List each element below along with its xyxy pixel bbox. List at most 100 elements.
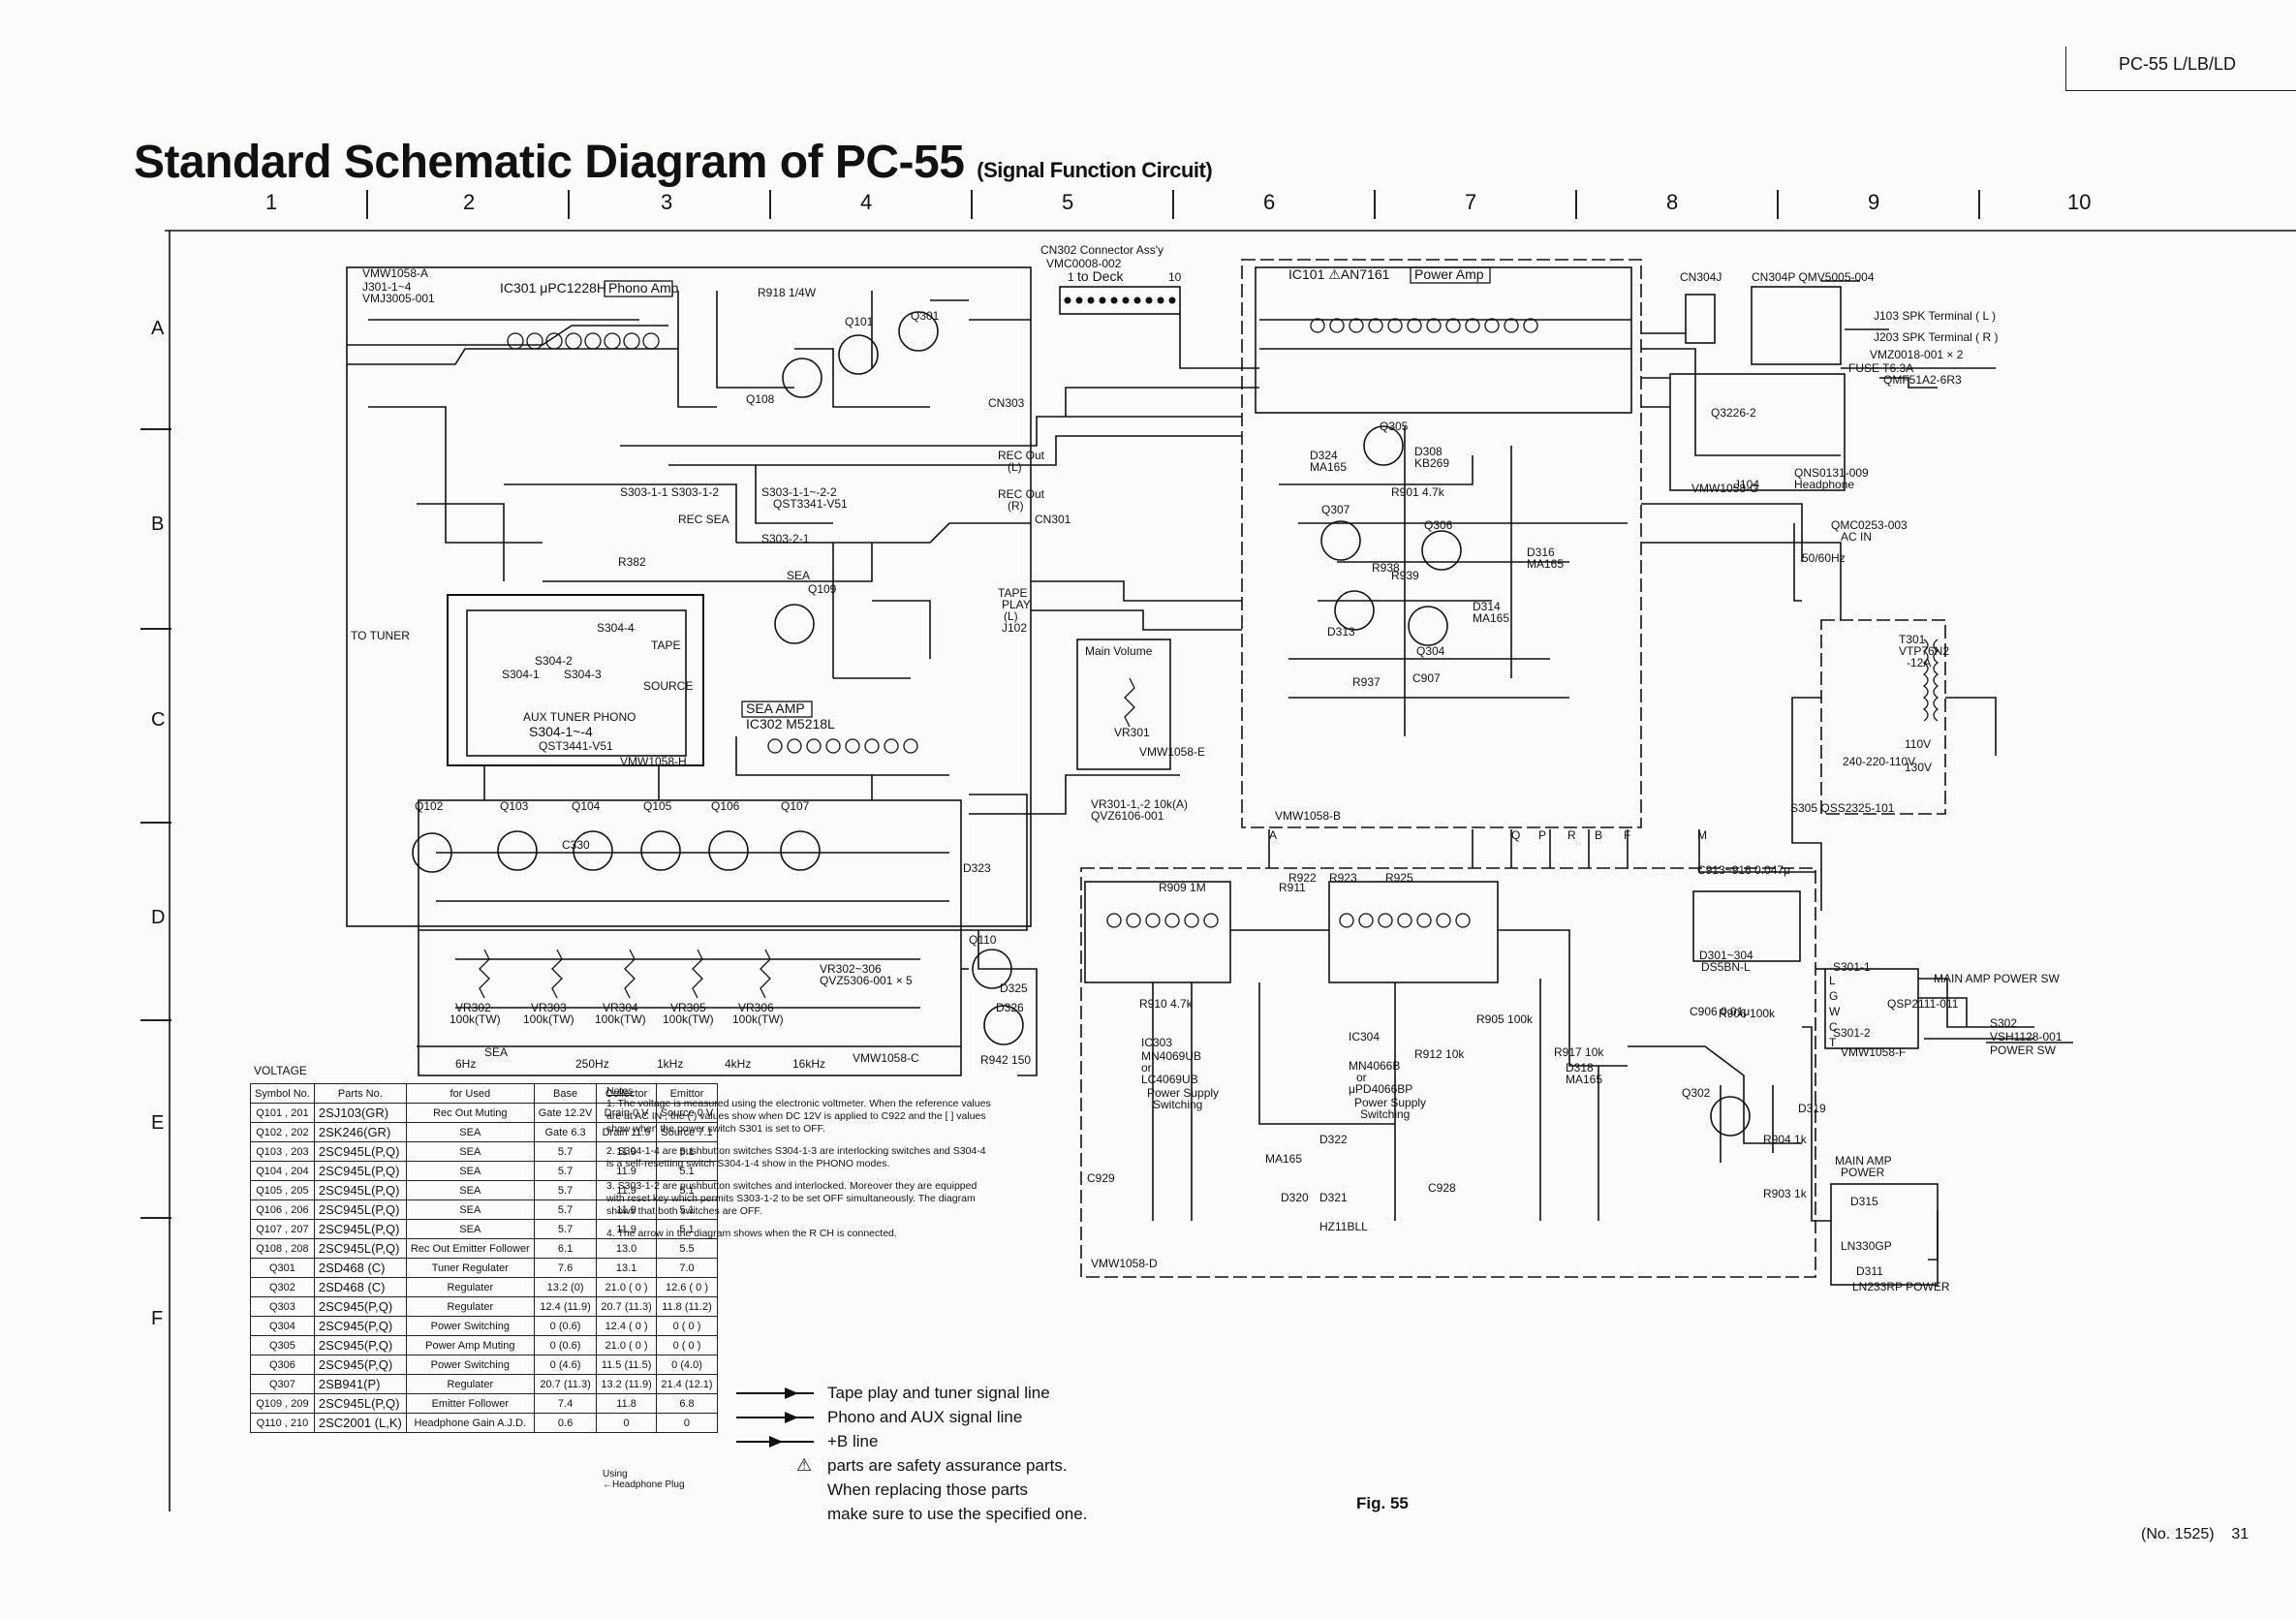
s303-part: QST3341-V51 bbox=[773, 497, 848, 511]
table-cell: Power Amp Muting bbox=[405, 1335, 535, 1355]
transistor-label: Q110 bbox=[969, 933, 997, 947]
table-cell: 0 ( 0 ) bbox=[655, 1335, 719, 1355]
table-cell: 0 (0.6) bbox=[533, 1335, 598, 1355]
j301-label: VMJ3005-001 bbox=[362, 292, 435, 305]
diode-part: HZ11BLL bbox=[1319, 1220, 1368, 1233]
transistor-label: Q306 bbox=[1424, 518, 1453, 532]
resistor-label: R903 1k bbox=[1763, 1187, 1808, 1200]
legend-label: Phono and AUX signal line bbox=[827, 1408, 1023, 1426]
figure-number: Fig. 55 bbox=[1356, 1494, 1409, 1512]
transistor-label: Q101 bbox=[845, 315, 874, 328]
table-cell: Rec Out Muting bbox=[405, 1103, 535, 1123]
main-amp-power-part: LN330GP bbox=[1841, 1239, 1892, 1253]
d301-label: D301~304 bbox=[1699, 949, 1753, 962]
j301-label: J301-1~4 bbox=[362, 280, 412, 294]
table-cell: 2SC945L(P,Q) bbox=[313, 1393, 407, 1414]
table-header-row: Symbol No. Parts No. for Used Base Colle… bbox=[250, 1083, 719, 1104]
row-letter: C bbox=[151, 709, 166, 731]
sea-amp-label: SEA AMP bbox=[746, 701, 805, 716]
column-divider bbox=[568, 190, 570, 219]
fuse-part: QMF51A2-6R3 bbox=[1883, 373, 1962, 387]
bus-letter: T bbox=[1829, 1036, 1837, 1049]
board-id: VMW1058-B bbox=[1275, 809, 1341, 823]
column-header: Base bbox=[533, 1083, 598, 1104]
table-cell: 0 bbox=[596, 1413, 657, 1433]
ic303-part: LC4069UB bbox=[1141, 1073, 1198, 1086]
diode-part: MA165 bbox=[1527, 557, 1564, 571]
table-cell: Q304 bbox=[250, 1316, 315, 1336]
table-cell: 7.0 bbox=[655, 1258, 719, 1278]
ic303-function: Power Supply bbox=[1147, 1086, 1219, 1100]
t301-part: VTP76N2 bbox=[1899, 644, 1949, 658]
resistor-label: R912 10k bbox=[1414, 1047, 1465, 1061]
s304-label: S304-1~-4 bbox=[529, 724, 593, 739]
cap-label: C330 bbox=[562, 838, 590, 852]
table-cell: 2SJ103(GR) bbox=[313, 1103, 407, 1123]
table-cell: 11.8 bbox=[596, 1393, 657, 1414]
transistor-label: Q305 bbox=[1380, 420, 1409, 433]
cn302-label: CN302 Connector Ass'y bbox=[1040, 243, 1164, 257]
doc-number: (No. 1525) bbox=[2141, 1526, 2215, 1542]
eq-vr-label: VR302 bbox=[455, 1001, 491, 1014]
table-cell: 0 (4.0) bbox=[655, 1355, 719, 1375]
table-cell: 2SC945(P,Q) bbox=[313, 1296, 407, 1317]
column-number: 5 bbox=[1062, 190, 1074, 214]
transistor-label: Q102 bbox=[415, 799, 444, 813]
ic302-label: IC302 M5218L bbox=[746, 716, 835, 732]
spk-terminal-l: J103 SPK Terminal ( L ) bbox=[1874, 309, 1996, 323]
s304-switch: S304-1 bbox=[502, 668, 540, 681]
ac-in-freq: 50/60Hz bbox=[1802, 551, 1846, 565]
table-cell: Q102 , 202 bbox=[250, 1122, 315, 1142]
cn302-pin: 10 bbox=[1168, 270, 1182, 284]
table-cell: Rec Out Emitter Follower bbox=[405, 1238, 535, 1259]
rec-out-r-label: REC Out bbox=[998, 487, 1045, 501]
diode-label: D318 bbox=[1566, 1061, 1594, 1075]
diode-label: D320 bbox=[1281, 1191, 1309, 1204]
transistor-label: Q302 bbox=[1682, 1086, 1711, 1100]
legend-arrow bbox=[785, 1387, 798, 1399]
transistor-label: Q307 bbox=[1321, 503, 1350, 516]
transistor-label: Q304 bbox=[1416, 644, 1445, 658]
diode-label: D321 bbox=[1319, 1191, 1348, 1204]
eq-band-label: 1kHz bbox=[657, 1057, 683, 1071]
table-cell: 2SC945L(P,Q) bbox=[313, 1219, 407, 1239]
diode-label: D313 bbox=[1327, 625, 1355, 639]
eq-vr-label: VR306 bbox=[738, 1001, 774, 1014]
table-cell: 5.1 bbox=[655, 1199, 719, 1220]
row-divider bbox=[140, 428, 171, 430]
column-number: 10 bbox=[2067, 190, 2092, 214]
resistor-label: R382 bbox=[618, 555, 646, 569]
notes-heading: Notes bbox=[606, 1085, 634, 1097]
column-divider bbox=[971, 190, 973, 219]
table-cell: 11.8 (11.2) bbox=[655, 1296, 719, 1317]
t301-part: -12A bbox=[1907, 656, 1931, 670]
transistor-label: Q108 bbox=[746, 392, 775, 406]
table-cell: 2SC945(P,Q) bbox=[313, 1335, 407, 1355]
eq-vr-label: VR304 bbox=[603, 1001, 638, 1014]
legend-safety: make sure to use the specified one. bbox=[736, 1502, 1087, 1526]
table-cell: 2SC945(P,Q) bbox=[313, 1355, 407, 1375]
eq-band-label: 6Hz bbox=[455, 1057, 476, 1071]
table-cell: 12.4 ( 0 ) bbox=[596, 1316, 657, 1336]
note-item: 4. The arrow in the diagram shows when t… bbox=[606, 1228, 897, 1239]
tape-play-label: TAPE bbox=[998, 586, 1027, 600]
transistor-label: Q301 bbox=[911, 309, 940, 323]
table-cell: 21.4 (12.1) bbox=[655, 1374, 719, 1394]
table-cell: Headphone Gain A.J.D. bbox=[405, 1413, 535, 1433]
column-divider bbox=[1575, 190, 1577, 219]
column-number: 8 bbox=[1666, 190, 1679, 214]
table-cell: Q302 bbox=[250, 1277, 315, 1297]
board-id: VMW1058-C bbox=[853, 1051, 919, 1065]
ic301-label: IC301 μPC1228H bbox=[500, 280, 606, 296]
spk-terminal-r: J203 SPK Terminal ( R ) bbox=[1874, 330, 1999, 344]
legend-label: make sure to use the specified one. bbox=[827, 1505, 1088, 1523]
resistor-label: R937 bbox=[1352, 675, 1381, 689]
row-divider bbox=[140, 1217, 171, 1219]
transistor-label: Q105 bbox=[643, 799, 672, 813]
column-ruler: 1 2 3 4 5 6 7 8 9 10 bbox=[165, 190, 2296, 221]
s305-label: S305 QSS2325-101 bbox=[1790, 801, 1895, 815]
